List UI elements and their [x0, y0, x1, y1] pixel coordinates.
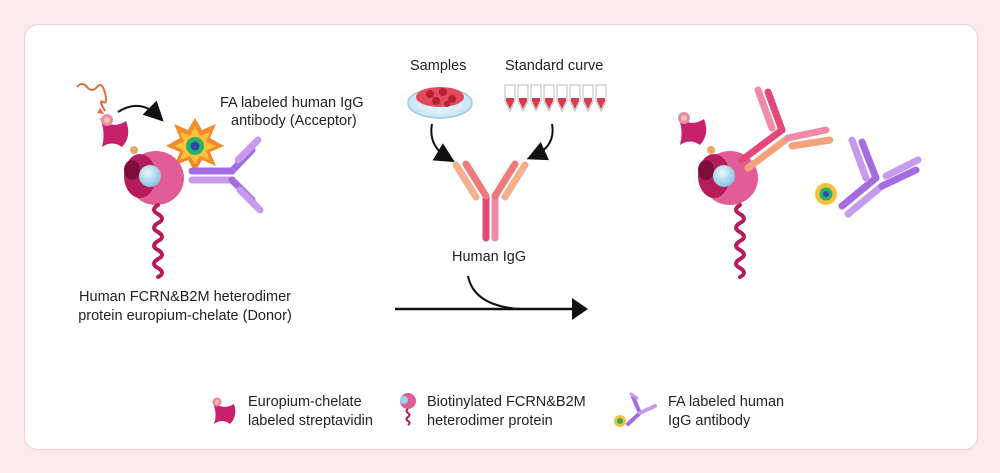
- diagram-card: [24, 24, 978, 450]
- igg-bound-complex: [678, 86, 834, 279]
- released-acceptor-antibody: [815, 136, 922, 218]
- acceptor-label-line1: FA labeled human IgG: [220, 95, 364, 111]
- fluorescence-burst-icon: [166, 118, 224, 172]
- legend-antibody-line1: FA labeled human: [668, 394, 785, 410]
- excitation-light-icon: [76, 83, 108, 112]
- donor-label-line2: protein europium-chelate (Donor): [78, 308, 292, 324]
- legend-fcrn-line2: heterodimer protein: [427, 413, 553, 429]
- donor-label-line1: Human FCRN&B2M heterodimer: [79, 289, 291, 305]
- legend-biotinylated-fcrn-icon: [400, 393, 416, 426]
- legend-antibody-line2: IgG antibody: [668, 413, 751, 429]
- legend-fcrn-line1: Biotinylated FCRN&B2M: [427, 394, 586, 410]
- legend-streptavidin-line1: Europium-chelate: [248, 394, 362, 410]
- human-igg-label: Human IgG: [452, 249, 527, 265]
- europium-streptavidin-icon: [100, 114, 138, 154]
- standard-curve-label: Standard curve: [505, 58, 604, 74]
- standard-curve-tubes-icon: [504, 84, 607, 113]
- human-igg-icon: [452, 160, 529, 242]
- fcrn-heterodimer-icon: [124, 151, 184, 279]
- sample-dish-icon: [407, 87, 473, 119]
- legend-europium-streptavidin-icon: [212, 397, 236, 424]
- acceptor-label-line2: antibody (Acceptor): [231, 113, 357, 129]
- legend-fa-antibody-icon: [614, 392, 657, 427]
- fa-acceptor-antibody-icon: [188, 136, 264, 214]
- legend-streptavidin-line2: labeled streptavidin: [248, 413, 373, 429]
- donor-acceptor-complex: [76, 83, 264, 279]
- samples-label: Samples: [410, 58, 467, 74]
